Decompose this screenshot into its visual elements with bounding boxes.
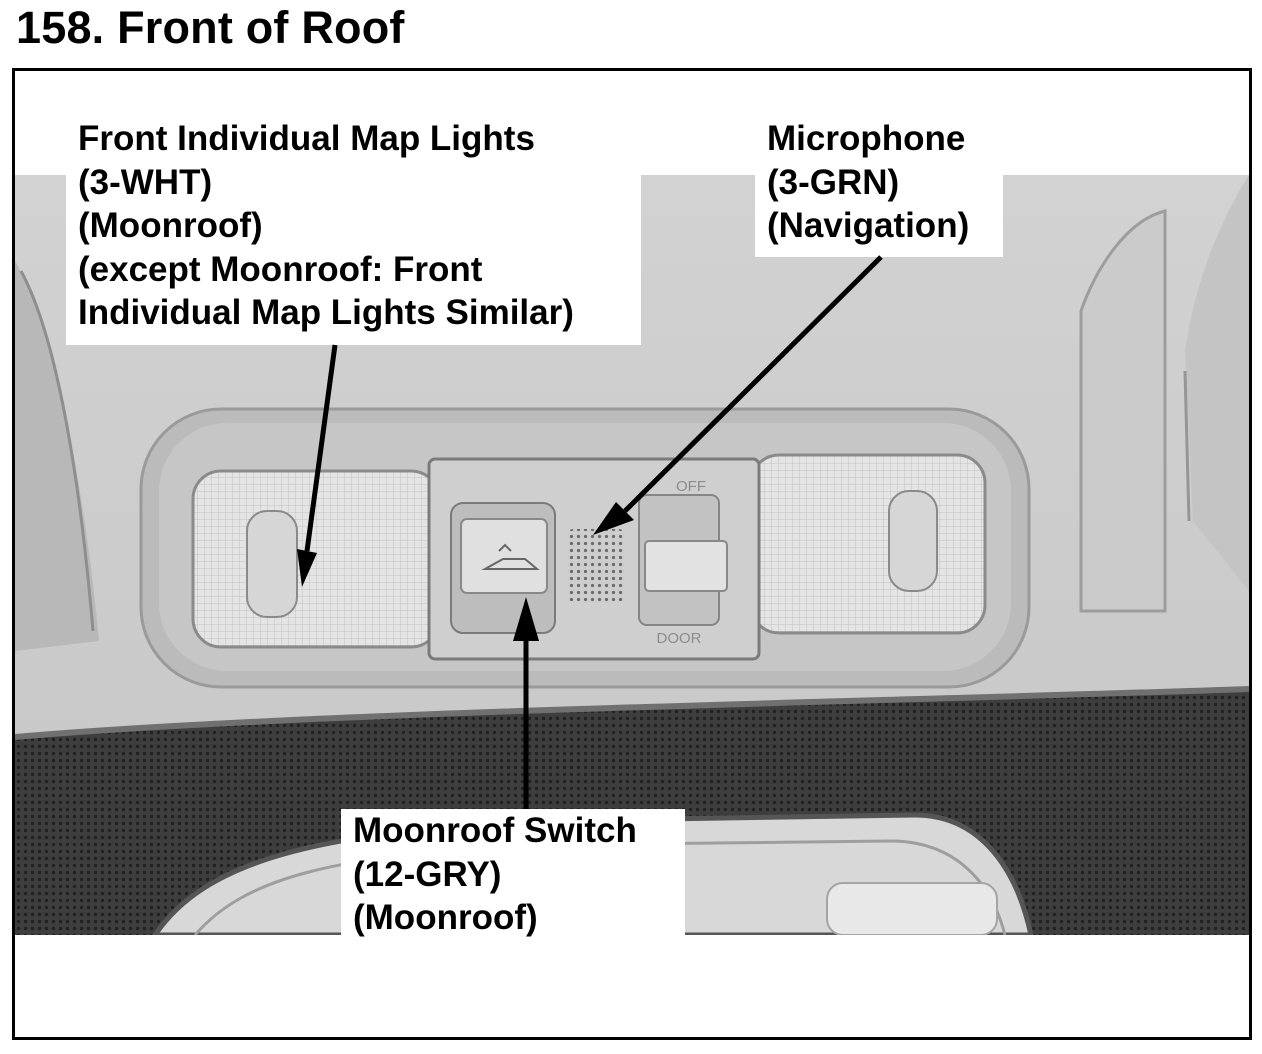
callout-line: (Moonroof) (78, 206, 263, 245)
callout-line: Front Individual Map Lights (78, 119, 535, 158)
callout-line: (3-GRN) (767, 162, 900, 202)
map-lights-callout: Front Individual Map Lights (3-WHT) (Moo… (66, 117, 641, 345)
switch-off-label: OFF (676, 478, 706, 495)
page-title: 158. Front of Roof (16, 2, 405, 53)
callout-line: (Moonroof) (353, 898, 538, 937)
callout-line: (12-GRY) (353, 854, 502, 894)
diagram-frame: OFF DOOR Front Individual Map Lights (3-… (12, 68, 1252, 1040)
callout-line: (except Moonroof: Front (78, 249, 483, 289)
moonroof-switch-callout: Moonroof Switch (12-GRY) (Moonroof) (341, 809, 685, 949)
callout-line: (3-WHT) (78, 162, 213, 202)
callout-line: Microphone (767, 119, 966, 158)
callout-line: (Navigation) (767, 206, 970, 245)
callout-line: Moonroof Switch (353, 811, 637, 850)
callout-line: Individual Map Lights Similar) (78, 293, 574, 332)
microphone-callout: Microphone (3-GRN) (Navigation) (755, 117, 1003, 257)
switch-door-label: DOOR (657, 630, 702, 647)
